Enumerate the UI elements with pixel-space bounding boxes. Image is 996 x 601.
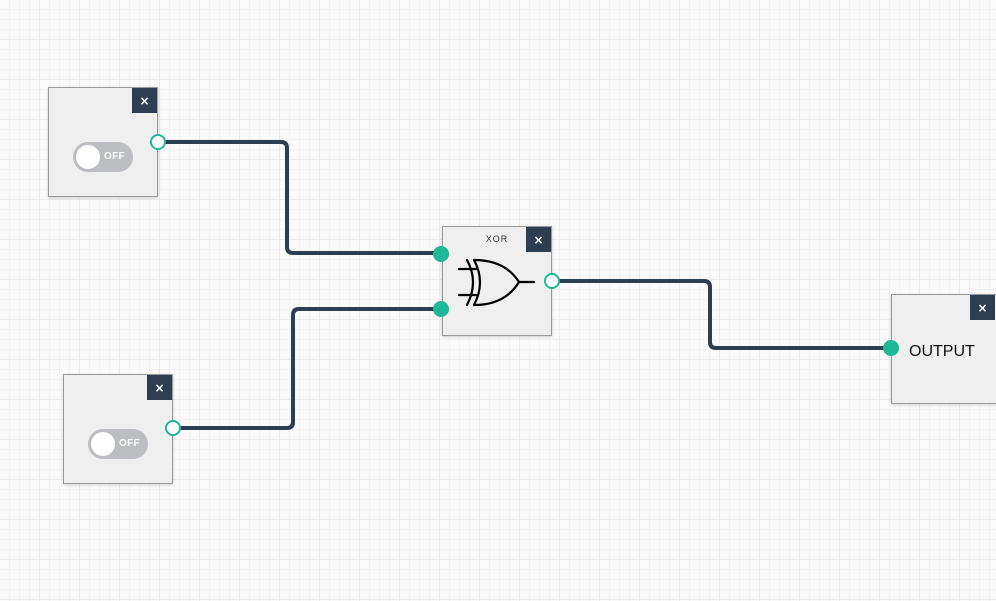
output-port[interactable]	[544, 273, 560, 289]
gate-type-label: XOR	[485, 234, 509, 244]
close-icon[interactable]: ×	[147, 375, 172, 400]
close-icon[interactable]: ×	[970, 295, 995, 320]
output-port[interactable]	[165, 420, 181, 436]
input-port[interactable]	[433, 246, 449, 262]
output-port[interactable]	[150, 134, 166, 150]
input-switch-node-1[interactable]: × OFF	[48, 87, 158, 197]
toggle-switch[interactable]: OFF	[73, 142, 133, 172]
input-switch-node-2[interactable]: × OFF	[63, 374, 173, 484]
input-port[interactable]	[883, 340, 899, 356]
toggle-state-label: OFF	[119, 438, 140, 449]
close-icon[interactable]: ×	[132, 88, 157, 113]
output-label: OUTPUT	[909, 343, 975, 360]
wire-input1-to-gate[interactable]	[156, 140, 443, 255]
xor-gate-icon	[457, 258, 536, 307]
xor-gate-node[interactable]: XOR ×	[442, 226, 552, 336]
toggle-state-label: OFF	[104, 151, 125, 162]
toggle-knob	[76, 145, 100, 169]
wire-input2-to-gate[interactable]	[171, 307, 443, 430]
output-node[interactable]: × OUTPUT	[891, 294, 996, 404]
close-icon[interactable]: ×	[526, 227, 551, 252]
toggle-knob	[91, 432, 115, 456]
wire-gate-to-output[interactable]	[550, 279, 893, 350]
toggle-switch[interactable]: OFF	[88, 429, 148, 459]
input-port[interactable]	[433, 301, 449, 317]
